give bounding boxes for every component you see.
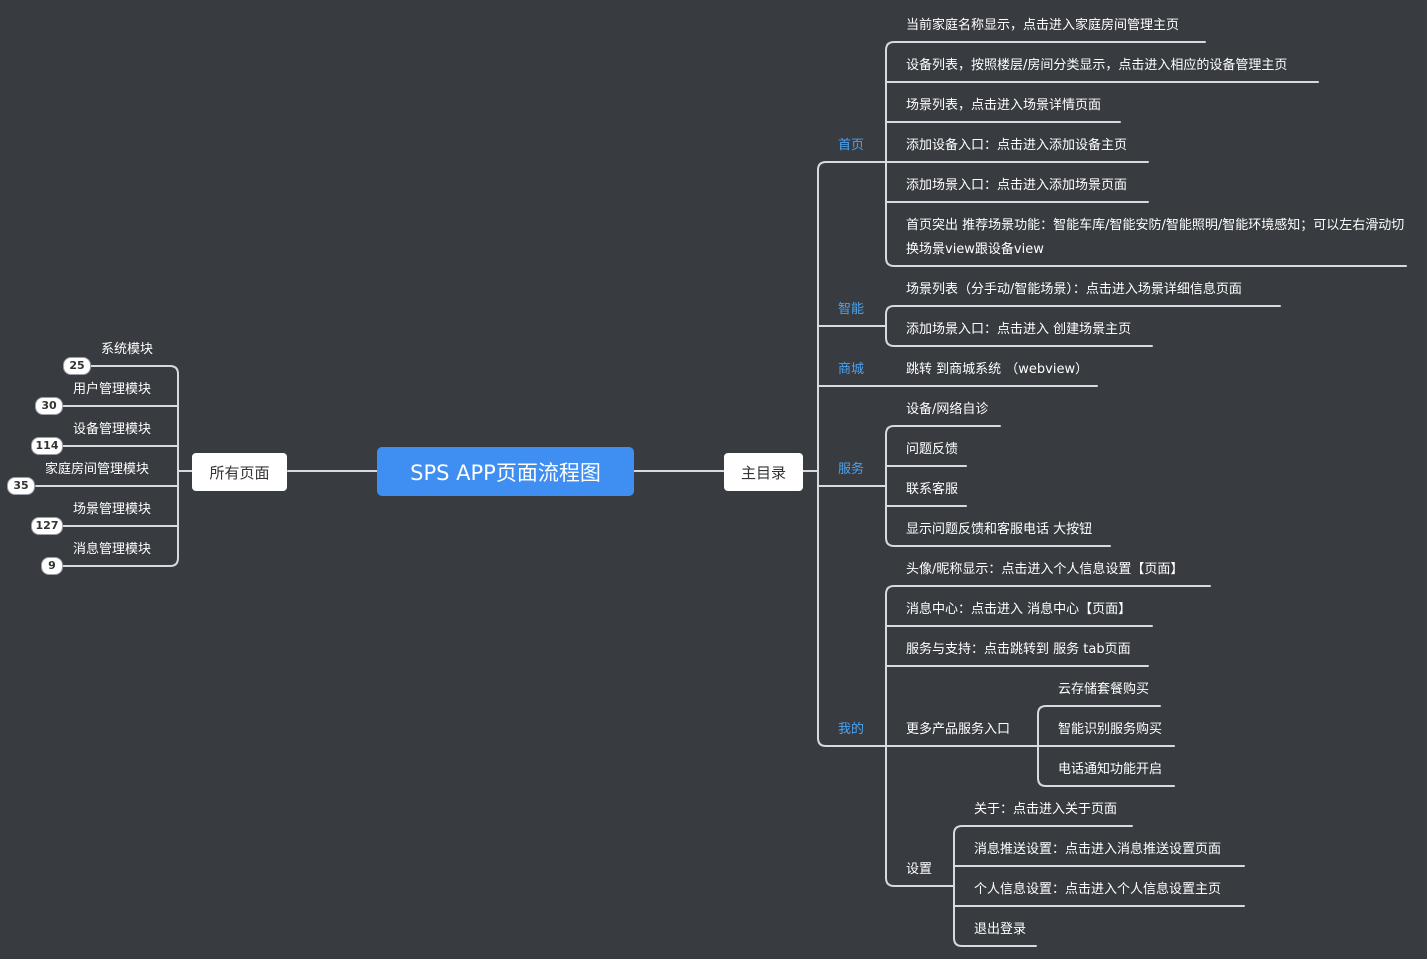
root-topic-label: SPS APP页面流程图 (410, 460, 601, 485)
count-badge: 35 (7, 477, 35, 495)
service-item[interactable]: 联系客服 (906, 482, 959, 497)
section-smart[interactable]: 智能 (838, 302, 865, 317)
section-home[interactable]: 首页 (838, 138, 865, 153)
all-pages-node[interactable]: 所有页面 (192, 453, 287, 491)
mine-item[interactable]: 头像/昵称显示：点击进入个人信息设置【页面】 (906, 562, 1184, 577)
service-item[interactable]: 设备/网络自诊 (906, 402, 989, 417)
count-badge: 127 (31, 517, 63, 535)
home-item[interactable]: 设备列表，按照楼层/房间分类显示，点击进入相应的设备管理主页 (906, 58, 1288, 73)
home-item[interactable]: 首页突出 推荐场景功能：智能车库/智能安防/智能照明/智能环境感知；可以左右滑动… (906, 218, 1405, 257)
mall-item[interactable]: 跳转 到商城系统 （webview） (906, 362, 1089, 377)
more-service-item[interactable]: 电话通知功能开启 (1058, 762, 1163, 777)
section-service[interactable]: 服务 (838, 462, 865, 477)
all-pages-label: 所有页面 (209, 463, 270, 482)
mine-item[interactable]: 消息中心：点击进入 消息中心【页面】 (906, 602, 1132, 617)
home-item[interactable]: 添加场景入口：点击进入添加场景页面 (906, 178, 1128, 193)
mine-item[interactable]: 服务与支持：点击跳转到 服务 tab页面 (906, 642, 1131, 657)
module-user-management[interactable]: 用户管理模块 (73, 382, 152, 397)
settings-item[interactable]: 关于：点击进入关于页面 (974, 802, 1118, 817)
mine-item-settings[interactable]: 设置 (906, 862, 933, 877)
smart-item[interactable]: 添加场景入口：点击进入 创建场景主页 (906, 322, 1132, 337)
smart-item[interactable]: 场景列表（分手动/智能场景）：点击进入场景详细信息页面 (906, 282, 1242, 297)
home-item[interactable]: 添加设备入口：点击进入添加设备主页 (906, 138, 1128, 153)
home-item[interactable]: 场景列表，点击进入场景详情页面 (906, 98, 1102, 113)
service-item[interactable]: 问题反馈 (906, 442, 959, 457)
home-item[interactable]: 当前家庭名称显示，点击进入家庭房间管理主页 (906, 18, 1180, 33)
service-item[interactable]: 显示问题反馈和客服电话 大按钮 (906, 522, 1093, 537)
module-home-room-management[interactable]: 家庭房间管理模块 (45, 462, 150, 477)
module-system[interactable]: 系统模块 (101, 342, 154, 357)
more-service-item[interactable]: 云存储套餐购买 (1058, 682, 1150, 697)
settings-item[interactable]: 个人信息设置：点击进入个人信息设置主页 (974, 882, 1222, 897)
section-mine[interactable]: 我的 (838, 722, 865, 737)
settings-item[interactable]: 消息推送设置：点击进入消息推送设置页面 (974, 842, 1222, 857)
main-directory-node[interactable]: 主目录 (724, 453, 803, 491)
count-badge: 30 (35, 397, 63, 415)
mine-item-more-services[interactable]: 更多产品服务入口 (906, 722, 1011, 737)
count-badge: 25 (63, 357, 91, 375)
settings-item[interactable]: 退出登录 (974, 922, 1027, 937)
main-directory-label: 主目录 (740, 463, 786, 482)
count-badge: 9 (41, 557, 63, 575)
more-service-item[interactable]: 智能识别服务购买 (1058, 722, 1163, 737)
module-scene-management[interactable]: 场景管理模块 (73, 502, 152, 517)
module-message-management[interactable]: 消息管理模块 (73, 542, 152, 557)
root-topic[interactable]: SPS APP页面流程图 (377, 447, 634, 496)
module-device-management[interactable]: 设备管理模块 (73, 422, 152, 437)
count-badge: 114 (31, 437, 63, 455)
section-mall[interactable]: 商城 (838, 362, 865, 377)
